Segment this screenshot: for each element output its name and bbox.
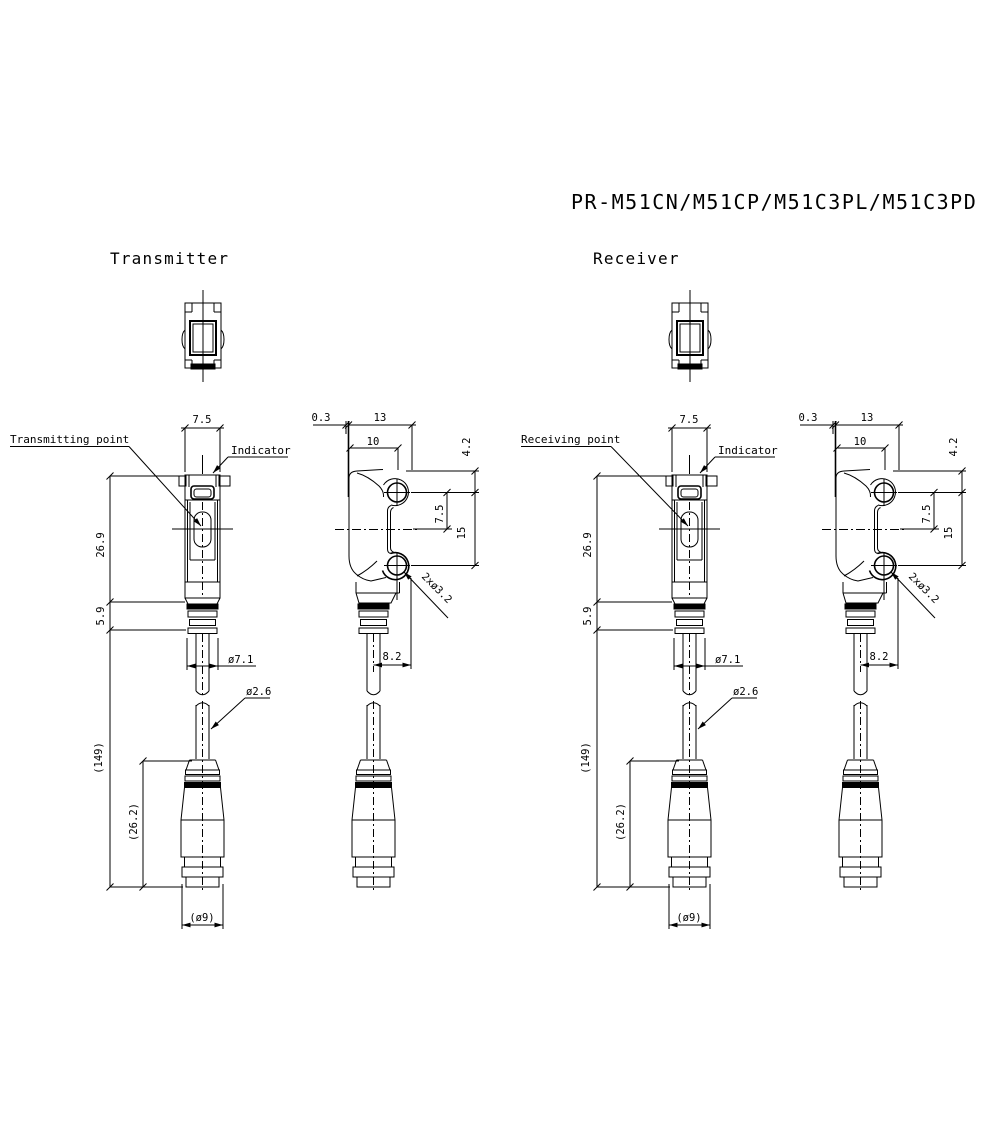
- dim-hole-center-depth: 10: [854, 436, 867, 448]
- dim-width: 7.5: [680, 414, 699, 426]
- dim-lens-offset: 0.3: [312, 412, 331, 424]
- dim-width: 7.5: [193, 414, 212, 426]
- receiver-dimension-texts: 7.5 26.9 5.9 ø7.1 ø2.6 (149) (26.2) (ø9)…: [580, 412, 960, 924]
- dim-body-height: 26.9: [95, 532, 107, 557]
- dim-hole-center-offset: 7.5: [434, 505, 446, 524]
- dim-mounting-holes: 2xø3.2: [906, 571, 941, 606]
- dim-cable-dia: ø2.6: [246, 686, 271, 698]
- receiver-section-label: Receiver: [593, 249, 680, 268]
- dim-hole-top-offset: 4.2: [948, 438, 960, 457]
- drawing-title: PR-M51CN/M51CP/M51C3PL/M51C3PD: [571, 190, 977, 214]
- dim-hole-center-offset: 7.5: [921, 505, 933, 524]
- transmitter-indicator-label: Indicator: [231, 444, 291, 457]
- dim-cable-center-offset: 8.2: [870, 651, 889, 663]
- dim-connector-dia: (ø9): [676, 912, 701, 924]
- receiver-point-label: Receiving point: [521, 433, 620, 446]
- dim-mounting-holes: 2xø3.2: [419, 571, 454, 606]
- transmitter-dimension-texts: 7.5 26.9 5.9 ø7.1 ø2.6 (149) (26.2) (ø9)…: [93, 412, 473, 924]
- dim-hole-center-depth: 10: [367, 436, 380, 448]
- dim-cable-dia: ø2.6: [733, 686, 758, 698]
- receiver-annotations: Receiver Receiving point Indicator 7.5 2…: [521, 249, 960, 924]
- transmitter-line-art: [107, 290, 480, 929]
- dim-bushing-dia: ø7.1: [228, 654, 253, 666]
- dim-depth: 13: [861, 412, 874, 424]
- dim-overall-length: (149): [580, 742, 592, 774]
- receiver-indicator-label: Indicator: [718, 444, 778, 457]
- dim-thread-height: 5.9: [95, 607, 107, 626]
- dim-overall-length: (149): [93, 742, 105, 774]
- dim-connector-length: (26.2): [615, 803, 627, 841]
- transmitter-annotations: Transmitter Transmitting point Indicator…: [10, 249, 473, 924]
- dim-depth: 13: [374, 412, 387, 424]
- transmitter-point-label: Transmitting point: [10, 433, 129, 446]
- dim-lens-offset: 0.3: [799, 412, 818, 424]
- dim-cable-center-offset: 8.2: [383, 651, 402, 663]
- dim-thread-height: 5.9: [582, 607, 594, 626]
- dim-bushing-dia: ø7.1: [715, 654, 740, 666]
- dim-body-height: 26.9: [582, 532, 594, 557]
- transmitter-section-label: Transmitter: [110, 249, 229, 268]
- dim-hole-pitch: 15: [943, 527, 955, 540]
- dim-hole-pitch: 15: [456, 527, 468, 540]
- dim-hole-top-offset: 4.2: [461, 438, 473, 457]
- receiver-line-art: [594, 290, 967, 929]
- dim-connector-dia: (ø9): [189, 912, 214, 924]
- dim-connector-length: (26.2): [128, 803, 140, 841]
